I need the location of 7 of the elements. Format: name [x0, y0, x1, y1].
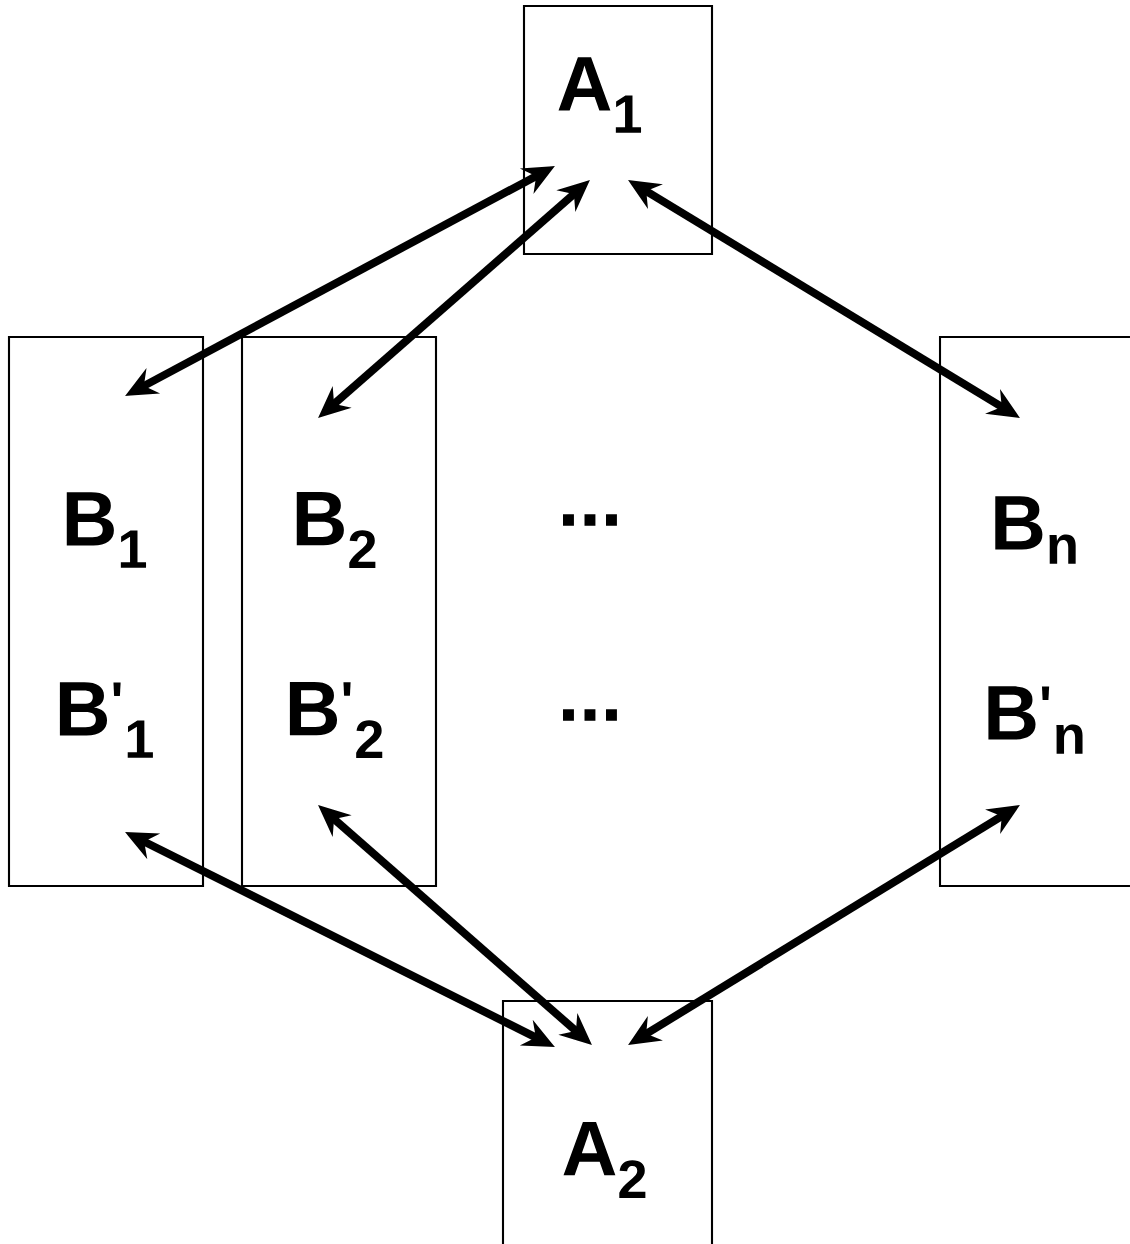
- box: A$_{2}$: [501, 999, 714, 1244]
- box: B$_{2}$ B$^{'}$2: [240, 335, 438, 888]
- box: B$_{n}$ B$^{'}$$_{n}$: [938, 335, 1130, 888]
- ellipsis: ...: [563, 709, 617, 721]
- ellipsis: ...: [563, 514, 617, 526]
- box: A$_{1}$: [522, 4, 714, 256]
- box: B$_{1}$ B$^{'}$1: [7, 335, 205, 888]
